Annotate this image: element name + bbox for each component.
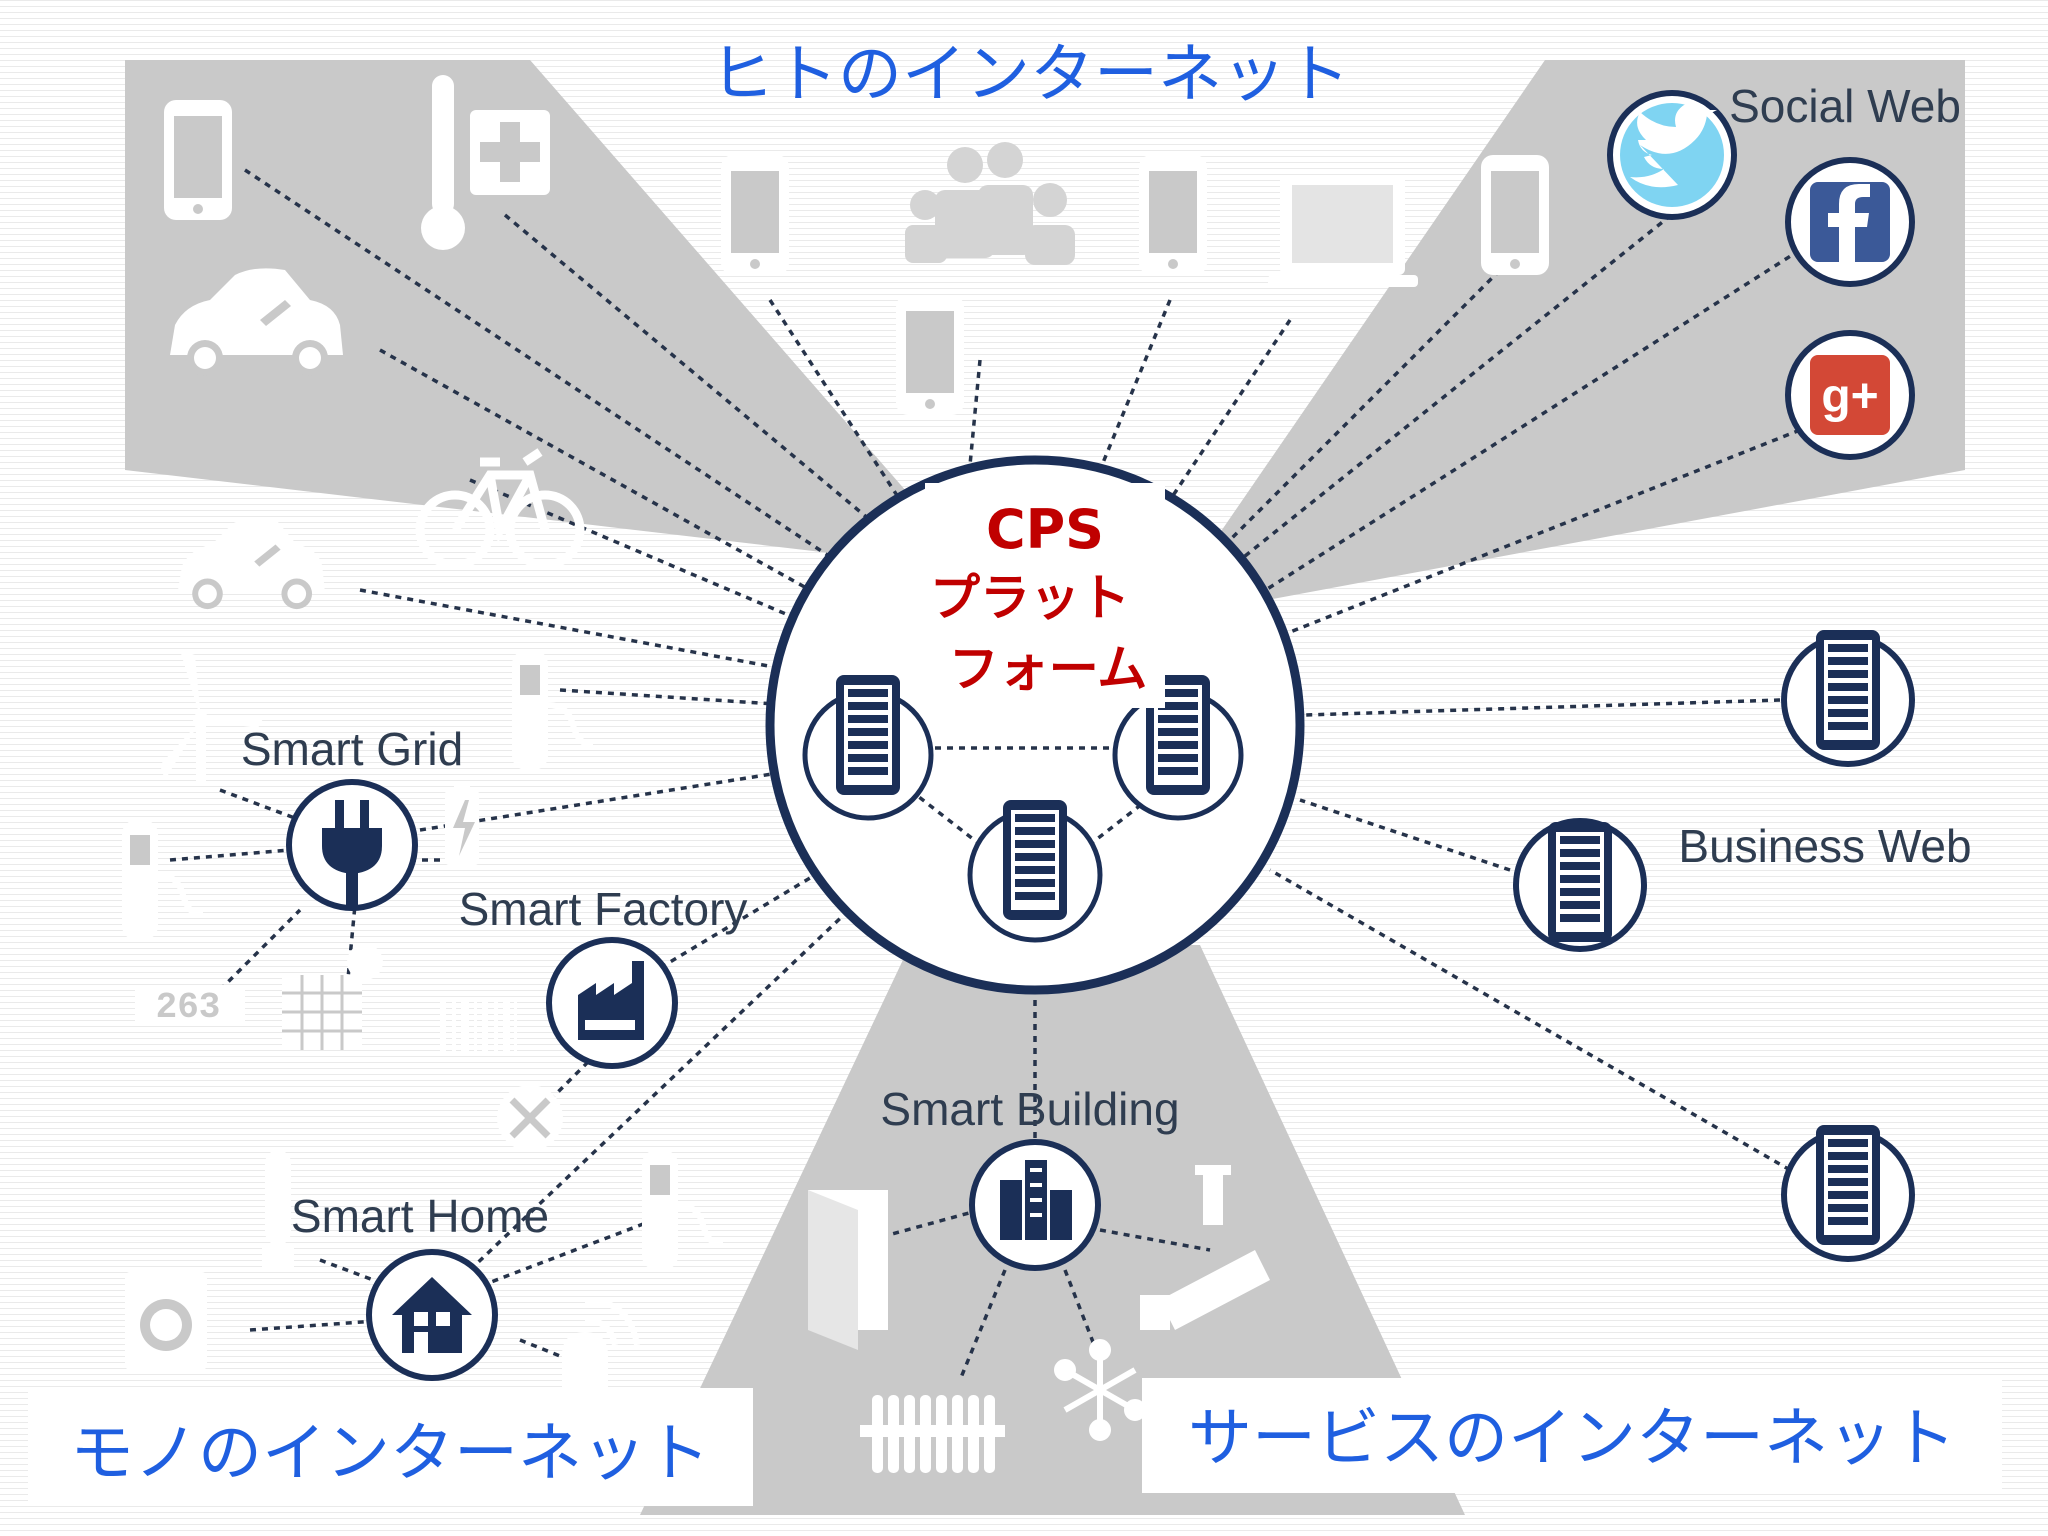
connectors: [169, 168, 1801, 1381]
meter-digits: 263: [156, 987, 221, 1028]
solar-panel-icon: [282, 944, 383, 1050]
label-smart-home: Smart Home: [291, 1190, 549, 1242]
server-icon-center-2: [1112, 675, 1244, 821]
charging-station-icon-3: [642, 1150, 723, 1270]
battery-icon: [445, 782, 479, 865]
label-business-web: Business Web: [1678, 820, 1971, 872]
building-icon: [969, 1139, 1101, 1271]
label-services-internet: サービスのインターネット: [1188, 1402, 1956, 1476]
server-icon-business-3: [1781, 1125, 1915, 1262]
smartphone-icon-3: [896, 295, 964, 415]
label-smart-building: Smart Building: [880, 1083, 1179, 1135]
factory-icon: [546, 937, 678, 1069]
label-things-internet: モノのインターネット: [70, 1417, 710, 1491]
alarm-icon: [562, 1297, 640, 1388]
region-people-left: [125, 60, 975, 570]
laptop-icon: [1268, 175, 1418, 287]
charging-station-icon: [512, 650, 593, 770]
server-icon-business-1: [1781, 630, 1915, 767]
tools-icon: [497, 1085, 563, 1151]
cps-subtitle-1: プラット: [930, 569, 1130, 627]
label-smart-factory: Smart Factory: [459, 883, 748, 935]
washing-machine-icon: [125, 1272, 207, 1370]
smartphone-icon-4: [1139, 155, 1207, 275]
door-icon: [808, 1190, 888, 1350]
server-icon-business-2: [1513, 818, 1647, 952]
server-icon-center-1: [802, 675, 934, 821]
thermometer-icon: [421, 75, 550, 250]
meter-icon: 263: [135, 985, 245, 1028]
people-icon: [905, 142, 1075, 265]
radiator-icon: [860, 1395, 1005, 1473]
smartphone-icon-2: [721, 155, 789, 275]
label-social-web: Social Web: [1729, 80, 1961, 132]
cps-subtitle-2: フォーム: [949, 640, 1148, 698]
barcode-icon: [440, 1000, 517, 1055]
wind-turbine-icon: [160, 650, 265, 785]
camera-icon: [1140, 1165, 1270, 1330]
plug-icon: [286, 779, 418, 911]
smartphone-icon-5: [1481, 155, 1549, 275]
bicycle-icon: [415, 448, 585, 570]
label-people-internet: ヒトのインターネット: [710, 38, 1350, 112]
label-services-box: サービスのインターネット: [1142, 1378, 2002, 1493]
facebook-icon: [1785, 157, 1915, 287]
twitter-icon: [1607, 90, 1737, 220]
cps-platform: CPS プラット フォーム: [765, 455, 1305, 995]
svg-text:g+: g+: [1821, 370, 1878, 423]
label-things-box: モノのインターネット: [28, 1388, 753, 1506]
lightbulb-icon: [262, 1150, 294, 1270]
cps-title: CPS: [986, 498, 1104, 561]
charging-station-icon-2: [122, 820, 203, 940]
server-icon-center-3: [967, 800, 1103, 943]
google-plus-icon: g+: [1785, 330, 1915, 460]
house-icon: [366, 1249, 498, 1381]
region-people-right: [1160, 60, 1965, 620]
smartphone-icon: [164, 100, 232, 220]
label-smart-grid: Smart Grid: [241, 723, 463, 775]
car-icon-2: [177, 517, 325, 610]
